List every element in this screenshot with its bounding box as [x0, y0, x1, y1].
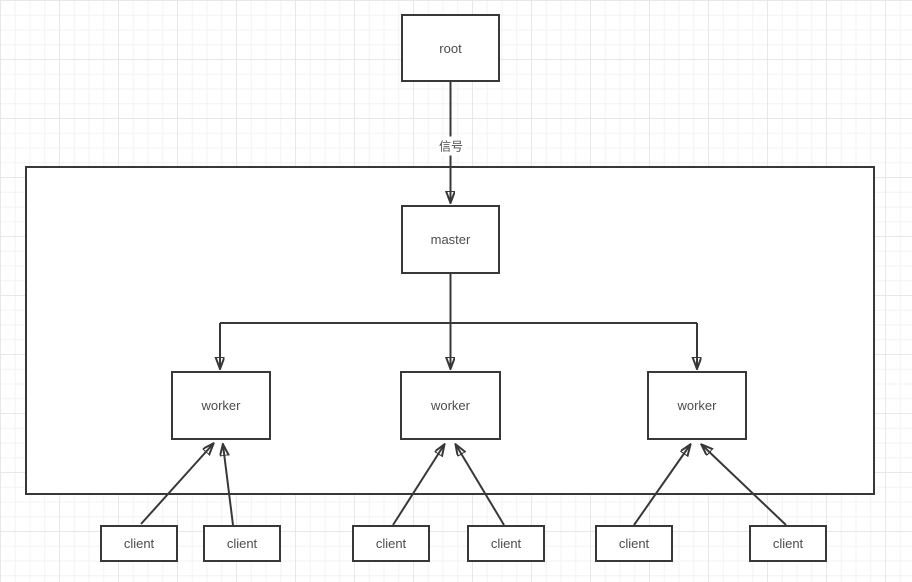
edge-label-signal: 信号: [435, 136, 467, 156]
node-client-1-label: client: [123, 536, 155, 551]
node-client-2: client: [203, 525, 281, 562]
edge-client5-worker3: [633, 445, 690, 526]
node-client-6-label: client: [772, 536, 804, 551]
node-client-5: client: [595, 525, 673, 562]
node-worker-1: worker: [171, 371, 271, 440]
node-client-3-label: client: [375, 536, 407, 551]
edge-client3-worker2: [392, 445, 444, 526]
node-worker-3-label: worker: [677, 398, 717, 413]
node-client-1: client: [100, 525, 178, 562]
node-worker-2-label: worker: [430, 398, 470, 413]
node-worker-1-label: worker: [201, 398, 241, 413]
edge-client6-worker3: [702, 445, 787, 526]
edge-client1-worker1: [140, 444, 213, 525]
node-master: master: [401, 205, 500, 274]
node-worker-2: worker: [400, 371, 501, 440]
node-client-6: client: [749, 525, 827, 562]
node-root-label: root: [439, 40, 462, 56]
node-client-3: client: [352, 525, 430, 562]
node-client-2-label: client: [226, 536, 258, 551]
node-worker-3: worker: [647, 371, 747, 440]
node-client-4-label: client: [490, 536, 522, 551]
node-client-5-label: client: [618, 536, 650, 551]
edge-client4-worker2: [456, 445, 505, 526]
edge-client2-worker1: [223, 445, 234, 526]
node-root: root: [401, 14, 500, 82]
node-master-label: master: [430, 232, 471, 247]
node-client-4: client: [467, 525, 545, 562]
